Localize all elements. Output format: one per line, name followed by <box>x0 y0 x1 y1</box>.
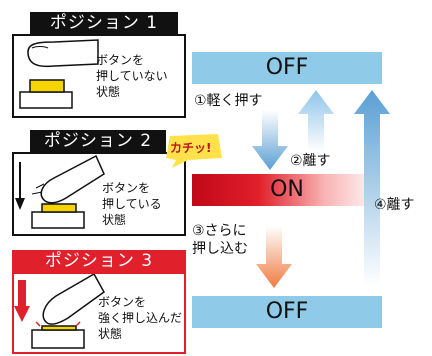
button-base <box>31 211 85 229</box>
press-arrow-icon <box>15 198 25 210</box>
panel-1-finger-illustration <box>19 39 99 109</box>
panel-3-caption: ボタンを 強く押し込んだ 状態 <box>98 295 183 341</box>
finger <box>40 154 105 204</box>
panel-2-header: ポジション 2 <box>30 130 166 152</box>
arrow-step2-up <box>298 90 334 152</box>
panel-3-header: ポジション 3 <box>12 250 186 272</box>
panel-2-finger-illustration <box>15 154 105 229</box>
step3-label: ③さらに 押し込む <box>192 223 248 257</box>
state-off-bottom: OFF <box>192 296 382 328</box>
arrow-step4-up <box>354 90 390 286</box>
panel-2-caption: ボタンを 押している 状態 <box>102 181 162 227</box>
click-burst-icon <box>166 134 222 168</box>
state-on: ON <box>192 174 382 206</box>
finger <box>27 39 99 68</box>
button-base <box>19 91 73 109</box>
click-sound-label: カチッ! <box>170 141 212 155</box>
step4-label: ④離す <box>374 197 415 213</box>
panel-1-header: ポジション 1 <box>30 12 178 34</box>
step1-label: ①軽く押す <box>194 93 263 109</box>
panel-3-finger-illustration <box>14 274 105 349</box>
button-cap <box>41 325 77 331</box>
step2-label: ②離す <box>290 153 331 169</box>
button-cap <box>29 79 65 93</box>
finger <box>42 274 105 325</box>
state-off-top: OFF <box>192 52 382 84</box>
button-base <box>31 329 85 349</box>
strong-press-arrow-icon <box>14 306 30 322</box>
arrow-step3-down <box>256 226 292 288</box>
arrow-step1-down <box>252 110 288 170</box>
button-cap <box>41 203 77 213</box>
panel-1-caption: ボタンを 押していない 状態 <box>96 53 168 99</box>
